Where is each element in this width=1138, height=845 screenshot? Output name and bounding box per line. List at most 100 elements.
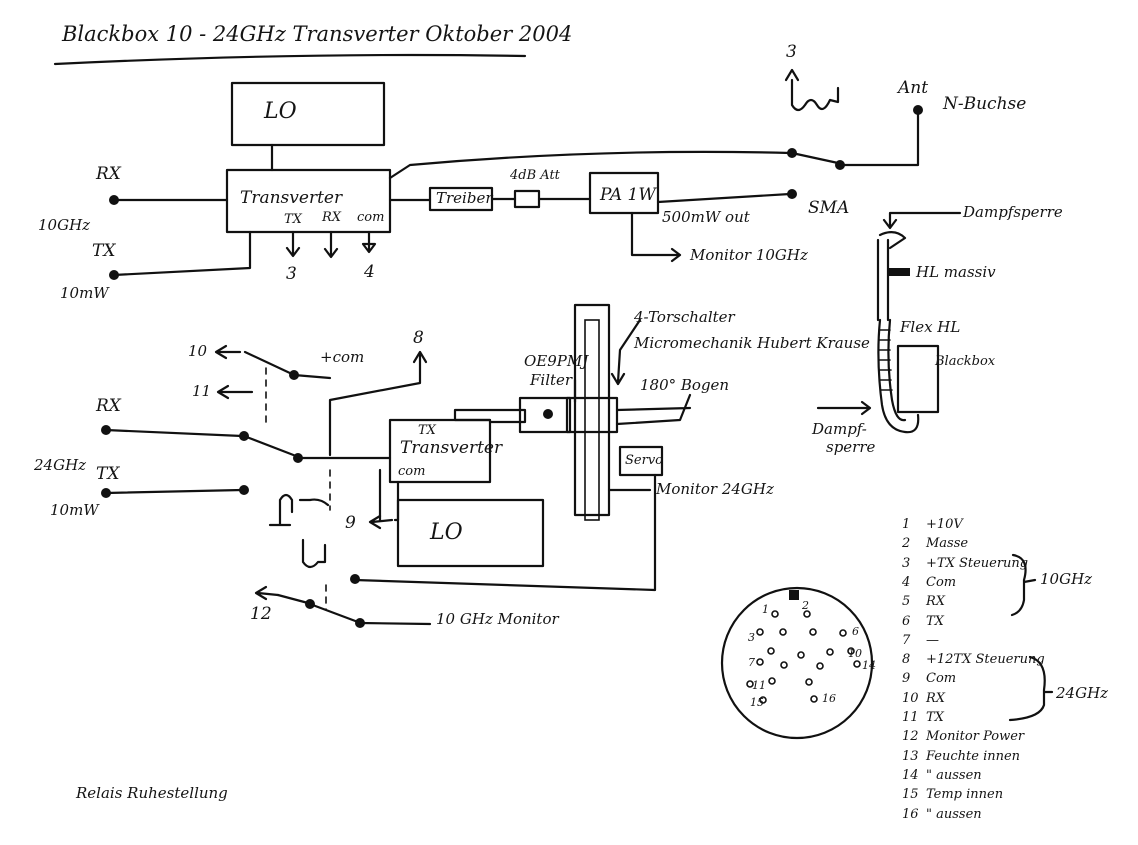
sma-terminal — [787, 189, 797, 199]
brace-10ghz — [1010, 553, 1037, 617]
pinout-text: RX — [926, 594, 946, 610]
pinout-text: Com — [926, 671, 957, 687]
lo-bottom-block — [396, 498, 545, 568]
rx-top-label: RX — [96, 164, 121, 184]
relay-coil-top — [790, 78, 840, 112]
pinout-number: 13 — [902, 748, 919, 764]
arrow-12-wire — [276, 593, 310, 605]
dampfsperre-top-arrow — [882, 211, 962, 230]
servo-label: Servo — [625, 453, 663, 468]
pinout-number: 14 — [902, 767, 919, 783]
arrow-12-label: 12 — [250, 604, 272, 624]
flex-hl-rings — [878, 329, 893, 391]
tv-tx-label: TX — [284, 212, 302, 227]
arrow-3-label: 3 — [286, 264, 297, 284]
brace-24ghz — [1008, 655, 1054, 722]
connector-pin-number: 1 — [762, 603, 769, 616]
pinout-number: 7 — [902, 632, 911, 648]
rx-bottom-label: RX — [96, 396, 121, 416]
lo-bottom-label: LO — [430, 520, 463, 545]
diagram-title: Blackbox 10 - 24GHz Transverter Oktober … — [62, 22, 573, 46]
connector-pin-number: 2 — [802, 599, 809, 612]
top-relay-wire — [388, 150, 792, 180]
tv-rx-label: RX — [322, 210, 342, 225]
return-loop-wire — [353, 473, 657, 592]
pinout-text: TX — [926, 710, 944, 725]
brace-24ghz-label: 24GHz — [1056, 684, 1109, 702]
pinout-text: +TX Steuerung — [926, 555, 1029, 571]
pinout-number: 4 — [902, 574, 911, 590]
pinout-text: +10V — [926, 517, 963, 532]
arrow-4-label: 4 — [364, 262, 375, 282]
arrow-com-line — [361, 230, 377, 254]
treiber-label: Treiber — [436, 189, 493, 207]
relay-coil-bottom-1 — [268, 493, 330, 527]
arrow-11 — [216, 384, 254, 400]
tv2-tx-label: TX — [418, 423, 436, 438]
flex-hl-label: Flex HL — [900, 318, 961, 336]
monitor10-wire — [630, 211, 682, 263]
com-wire — [292, 373, 332, 380]
pinout-number: 2 — [902, 536, 911, 552]
pinout-text: Masse — [926, 536, 969, 552]
arrow-9 — [368, 514, 394, 530]
connector-pin-number: 16 — [822, 692, 836, 705]
arrow-relay3 — [784, 68, 800, 82]
pa-block — [588, 171, 660, 215]
tx-top-label: TX — [92, 241, 116, 261]
oe9pmj-label-2: Filter — [530, 371, 573, 389]
lo-top-label: LO — [264, 99, 297, 124]
tv-com-label: com — [357, 210, 385, 225]
pinout-number: 3 — [902, 555, 911, 571]
n-buchse-label: N-Buchse — [943, 94, 1027, 114]
rx-bottom-wire — [104, 428, 244, 438]
switch-10-lever — [243, 350, 294, 376]
dampfsperre-bottom-arrow — [816, 400, 872, 416]
four-port-label-1: 4-Torschalter — [634, 308, 735, 326]
four-port-label-2: Micromechanik Hubert Krause — [634, 334, 870, 352]
connector-pin-number: 11 — [752, 679, 766, 692]
connector-pin-number: 10 — [848, 647, 862, 660]
servo-block — [618, 445, 664, 477]
l10-label: 10 — [188, 342, 208, 360]
lo-top-block — [230, 81, 386, 147]
mon10-bottom-label: 10 GHz Monitor — [436, 610, 559, 628]
blackbox-block — [896, 344, 940, 414]
out-500-label: 500mW out — [662, 208, 750, 226]
mw10-bottom-label: 10mW — [50, 501, 99, 519]
relay-top-switch — [790, 151, 840, 165]
tx-top-wire — [112, 230, 252, 277]
relay-coil-bottom-2 — [301, 538, 327, 569]
pinout-text: RX — [926, 690, 946, 706]
dampfsperre-top-label: Dampfsperre — [963, 203, 1063, 221]
pinout-number: 10 — [902, 690, 919, 706]
transverter-top-label: Transverter — [240, 188, 343, 208]
pinout-number: 5 — [902, 594, 911, 610]
connector-pin-number: 15 — [750, 696, 764, 709]
rx-tx-switch — [242, 434, 298, 458]
pinout-number: 11 — [902, 710, 919, 725]
pinout-text: — — [926, 632, 939, 648]
pa-out-wire — [656, 192, 792, 204]
mw10-top-label: 10mW — [60, 284, 109, 302]
arrow-9-label: 9 — [345, 513, 356, 533]
ghz10-label: 10GHz — [38, 216, 91, 234]
hl-massiv-cable — [876, 238, 890, 322]
dampfsperre-bottom-label-1: Dampf- — [812, 420, 867, 438]
arrow-10 — [214, 344, 242, 360]
pinout-text: TX — [926, 613, 944, 629]
att-label: 4dB Att — [510, 168, 560, 183]
filter-marker — [543, 409, 553, 419]
blackbox-label: Blackbox — [935, 354, 996, 369]
pa-label: PA 1W — [600, 185, 656, 205]
pinout-text: " aussen — [926, 767, 982, 783]
ant-label: Ant — [898, 78, 929, 98]
bogen-label: 180° Bogen — [640, 376, 730, 394]
oe9pmj-label-1: OE9PMJ — [524, 352, 589, 370]
pinout-number: 16 — [902, 806, 919, 822]
connector-pin-number: 14 — [862, 659, 876, 672]
transverter-bottom-label: Transverter — [400, 438, 503, 458]
tx-bottom-wire — [104, 488, 244, 495]
